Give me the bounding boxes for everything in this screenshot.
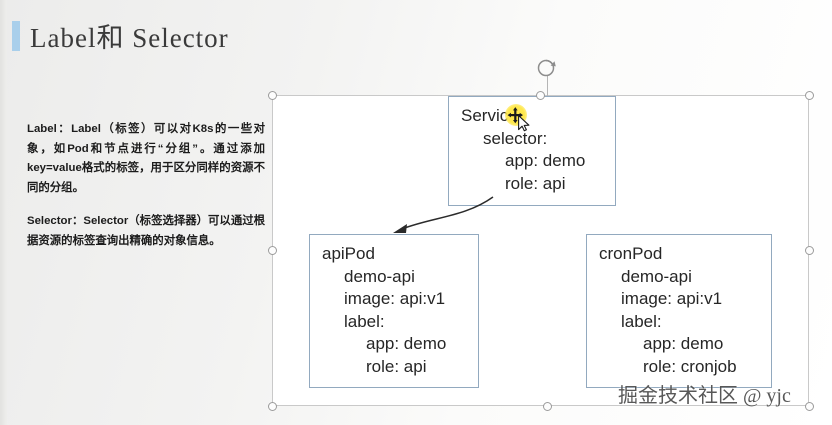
cron-pod-box-line: demo-api [621,266,692,286]
cron-pod-box-line: role: cronjob [643,357,737,377]
cron-pod-box-line: label: [621,311,662,331]
resize-handle-top-left[interactable] [267,90,277,100]
resize-handle-bottom-center[interactable] [542,401,552,411]
description-paragraph-selector: Selector：Selector（标签选择器）可以通过根据资源的标签查询出精确… [27,215,265,248]
page-title: Label和 Selector [12,16,229,55]
api-pod-box-line: role: api [366,357,427,377]
resize-handle-top-right[interactable] [804,90,814,100]
resize-handle-top-center[interactable] [536,90,545,100]
api-pod-box[interactable]: apiPod demo-api image: api:v1 label: app… [309,234,479,388]
resize-handle-middle-left[interactable] [267,246,277,255]
title-accent-bar [12,20,20,51]
api-pod-box-line: label: [344,311,385,331]
cron-pod-box-line: image: api:v1 [621,289,723,309]
api-pod-box-line: demo-api [344,266,415,286]
service-box-line: role: api [505,173,566,193]
service-box-line: Service [461,106,518,125]
rotate-handle[interactable] [536,58,558,78]
api-pod-box-line: apiPod [322,244,375,263]
service-box[interactable]: Service selector: app: demo role: api [448,96,616,206]
cron-pod-box[interactable]: cronPod demo-api image: api:v1 label: ap… [586,234,772,388]
description-block: Label：Label（标签）可以对K8s的一些对象，如Pod和节点进行“分组”… [27,120,265,266]
title-text: Label和 Selector [30,23,229,53]
api-pod-box-line: image: api:v1 [344,289,446,309]
api-pod-box-line: app: demo [366,334,447,354]
resize-handle-bottom-left[interactable] [267,401,277,411]
resize-handle-bottom-right[interactable] [804,401,814,411]
watermark: 掘金技术社区 @ yjc [618,385,791,407]
resize-handle-middle-right[interactable] [804,246,814,255]
service-box-line: app: demo [505,151,586,171]
rotate-handle-stem [547,76,548,96]
slide-left-edge [0,0,7,425]
cron-pod-box-line: cronPod [599,244,663,263]
connector-arrow-icon [393,196,494,233]
service-box-line: selector: [483,128,548,148]
cron-pod-box-line: app: demo [643,334,724,354]
move-cursor-icon [507,107,530,132]
description-paragraph-label: Label：Label（标签）可以对K8s的一些对象，如Pod和节点进行“分组”… [27,123,265,194]
